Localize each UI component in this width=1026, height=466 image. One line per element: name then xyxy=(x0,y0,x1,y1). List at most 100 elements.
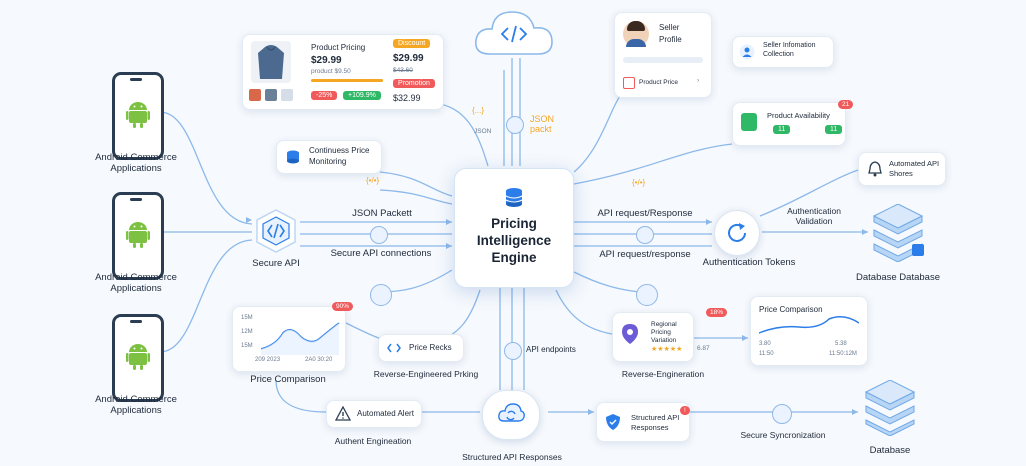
availability-card[interactable]: Product Availability 11 11 xyxy=(732,102,846,146)
refresh-icon xyxy=(725,221,749,245)
regional-title: Regional Pricing Variation xyxy=(651,321,695,345)
x-tick-1: 209 2023 xyxy=(255,357,280,363)
android-phone-1 xyxy=(112,72,164,160)
api-request-top-label: API request/Response xyxy=(590,208,700,219)
price-monitoring-label: Continuess Price Monitoring xyxy=(309,145,381,167)
api-request-bottom-label: API request/response xyxy=(590,249,700,260)
json-braces-icon: {...} xyxy=(472,106,484,115)
android-phone-3 xyxy=(112,314,164,402)
automated-shores-label: Automated API Shores xyxy=(889,159,943,179)
json-packet-label: JSON Packett xyxy=(330,208,434,219)
regional-pricing-card[interactable]: Regional Pricing Variation ★★★★★ 6.87 xyxy=(612,312,694,362)
json-file-icon: JSON xyxy=(474,128,491,135)
price-chart-right-x1: 11:50 xyxy=(759,351,774,357)
sync-icon-left xyxy=(370,284,392,306)
star-rating-icon: ★★★★★ xyxy=(651,345,682,353)
availability-chip-b: 11 xyxy=(825,125,842,134)
api-braces-icon: {•/•} xyxy=(632,178,645,187)
database-stack-icon[interactable] xyxy=(870,204,930,262)
line-engine-availability xyxy=(574,144,732,184)
cloud-icon[interactable] xyxy=(470,4,558,62)
chip-up: +109.9% xyxy=(343,91,381,100)
price-recks-label: Price Recks xyxy=(409,343,452,352)
thumb-3[interactable] xyxy=(281,89,293,101)
price-chart-left-card[interactable]: 15M 12M 15M 209 2023 2A0 30:20 xyxy=(232,306,346,372)
price-monitoring-card[interactable]: Continuess Price Monitoring xyxy=(276,140,382,174)
product-sub-price: product $9.50 xyxy=(311,68,351,75)
android-phone-2 xyxy=(112,192,164,280)
chevron-right-icon[interactable]: › xyxy=(697,77,699,84)
auth-token-node[interactable] xyxy=(714,210,760,256)
secure-api-label: Secure API xyxy=(246,258,306,269)
android-label-3: Android Commerce Applications xyxy=(84,394,188,416)
avatar xyxy=(623,21,649,47)
thumb-1[interactable] xyxy=(249,89,261,101)
structured-api-node[interactable] xyxy=(482,390,540,440)
structured-card-badge: ! xyxy=(680,406,690,415)
secure-connections-label: Secure API connections xyxy=(316,248,446,259)
availability-badge: 21 xyxy=(838,100,853,109)
discount-label: Discount xyxy=(393,39,430,48)
price-recks-card[interactable]: Price Recks xyxy=(378,334,464,362)
pricing-intelligence-engine[interactable]: Pricing Intelligence Engine xyxy=(454,168,574,288)
thumb-2[interactable] xyxy=(265,89,277,101)
bell-icon xyxy=(867,161,883,177)
reverse-right-label: Reverse-Engineration xyxy=(608,369,718,379)
seller-bar xyxy=(623,57,703,63)
auth-validation-label: Authentication Validation xyxy=(774,206,854,226)
database-bottom-label: Database xyxy=(856,445,924,456)
android-icon xyxy=(126,219,150,249)
availability-label: Product Availability xyxy=(767,111,830,120)
api-endpoints-label: API endpoints xyxy=(526,345,576,354)
line-engine-seller xyxy=(574,96,620,172)
automated-alert-card[interactable]: Automated Alert xyxy=(326,400,422,428)
price-chart-right-v2: 5.38 xyxy=(835,341,847,347)
seller-profile-card[interactable]: Seller Profile Product Price › xyxy=(614,12,712,98)
chip-down: -25% xyxy=(311,91,337,100)
cloud-sync-icon xyxy=(497,401,525,429)
android-label-2: Android Commerce Applications xyxy=(84,272,188,294)
price-chart-right-v1: 3.80 xyxy=(759,341,771,347)
auth-tokens-label: Authentication Tokens xyxy=(694,257,804,268)
availability-chip-a: 11 xyxy=(773,125,790,134)
line-engine-regional xyxy=(556,290,612,334)
price-chart-right-card[interactable]: Price Comparison 3.80 5.38 11:50 11:50:1… xyxy=(750,296,868,366)
product-price: $29.99 xyxy=(311,55,342,66)
secure-sync-icon xyxy=(772,404,792,424)
product-pricing-title: Product Pricing xyxy=(311,43,365,52)
code-icon xyxy=(387,341,401,355)
map-pin-icon xyxy=(621,323,639,345)
seller-row: Product Price xyxy=(639,79,678,86)
discount-price: $29.99 xyxy=(393,53,424,64)
packet-icon xyxy=(506,116,524,134)
regional-badge: 18% xyxy=(706,308,727,317)
seller-info-card[interactable]: Seller Infomation Collection xyxy=(732,36,834,68)
database-stack-icon[interactable] xyxy=(864,380,916,436)
hexagon-api-icon xyxy=(254,208,298,254)
endpoint-icon xyxy=(504,342,522,360)
shield-icon xyxy=(605,413,621,431)
y-tick-3: 15M xyxy=(241,343,253,349)
android-icon xyxy=(126,341,150,371)
y-tick-1: 15M xyxy=(241,315,253,321)
seller-info-label: Seller Infomation Collection xyxy=(763,41,831,59)
json-packt-label: JSON packt xyxy=(530,114,570,134)
hoodie-image xyxy=(251,41,291,83)
database-top-label: Database Database xyxy=(848,272,948,283)
link-icon xyxy=(370,226,388,244)
automated-alert-sub: Authent Engineation xyxy=(320,436,426,446)
product-pricing-card[interactable]: Product Pricing $29.99 product $9.50 -25… xyxy=(242,34,444,110)
price-chart-right-x2: 11:50:12M xyxy=(829,351,857,357)
line-monitor-engine xyxy=(380,172,452,196)
json-left-icon: {•/•} xyxy=(366,176,379,185)
android-label-1: Android Commerce Applications xyxy=(84,152,188,174)
structured-responses-card[interactable]: Structured API Responses xyxy=(596,402,690,442)
structured-center-label: Structured API Responses xyxy=(450,452,574,462)
structured-card-label: Structured API Responses xyxy=(631,413,687,433)
price-comparison-left-label: Price Comparison xyxy=(236,374,340,385)
price-line-right xyxy=(759,315,859,339)
price-bar xyxy=(311,79,383,82)
automated-alert-label: Automated Alert xyxy=(357,409,414,418)
automated-shores-card[interactable]: Automated API Shores xyxy=(858,152,946,186)
secure-api-node[interactable] xyxy=(254,208,298,254)
